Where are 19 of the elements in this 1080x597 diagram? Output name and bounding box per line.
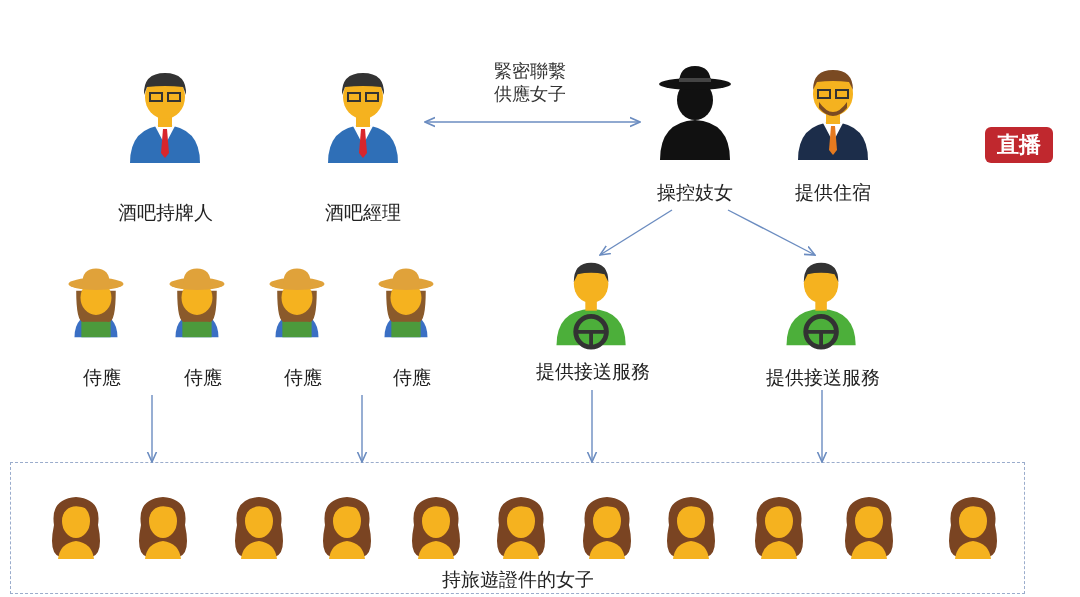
person-label: 酒吧經理 xyxy=(323,200,402,225)
arrow xyxy=(146,394,158,463)
arrow xyxy=(599,209,673,256)
person-label: 侍應 xyxy=(283,365,323,390)
person-label: 提供接送服務 xyxy=(764,365,881,390)
live-badge: 直播 xyxy=(985,127,1053,163)
arrow xyxy=(727,209,816,256)
arrow xyxy=(816,389,828,463)
arrow xyxy=(424,116,641,128)
group-box xyxy=(10,462,1025,594)
arrow xyxy=(586,389,598,463)
person-label: 酒吧持牌人 xyxy=(116,200,214,225)
arrow xyxy=(356,394,368,463)
person-label: 侍應 xyxy=(82,365,122,390)
person-label: 提供住宿 xyxy=(793,180,872,205)
person-label: 侍應 xyxy=(183,365,223,390)
person-label: 操控妓女 xyxy=(656,180,734,205)
person-label: 提供接送服務 xyxy=(534,359,651,384)
person-label: 侍應 xyxy=(392,365,432,390)
